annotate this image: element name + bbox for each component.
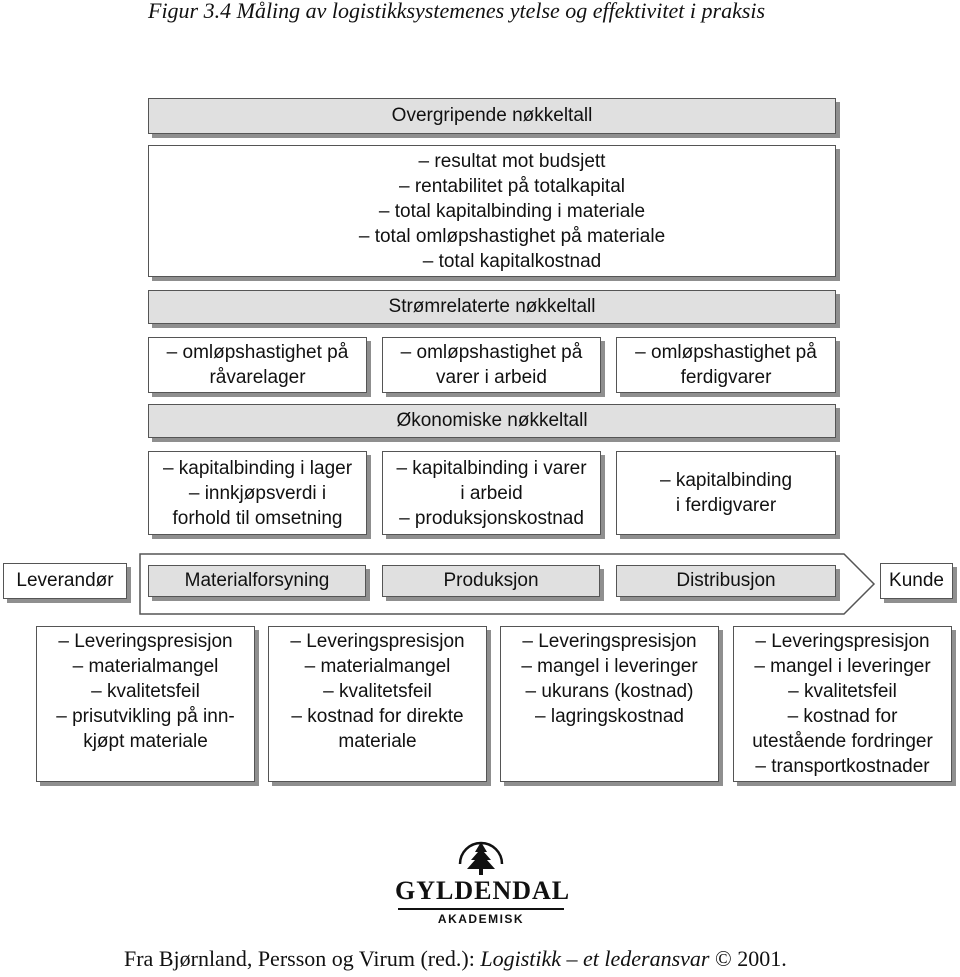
bottom-line: utestående fordringer [752,731,933,752]
bottom-line: – mangel i leveringer [754,656,931,677]
kunde-box: Kunde [880,563,953,599]
overgripende-item: – total kapitalkostnad [422,250,602,272]
source-text: Fra Bjørnland, Persson og Virum (red.): [124,946,481,971]
bottom-box-distribusjon: – Leveringspresisjon – mangel i levering… [500,626,719,782]
strom-line: ferdigvarer [680,367,772,388]
bottom-box-kunde: – Leveringspresisjon – mangel i levering… [733,626,952,782]
okonomisk-box-varer-i-arbeid: – kapitalbinding i varer i arbeid – prod… [382,451,601,535]
overgripende-item: – total kapitalbinding i materiale [378,200,646,222]
bottom-line: – kostnad for [787,706,898,727]
publisher-logo-sub: AKADEMISK [437,912,525,926]
stage-distribusjon: Distribusjon [616,565,836,597]
okonomisk-line: i arbeid [460,482,523,504]
stage-label: Distribusjon [676,570,776,591]
logo-underline [398,908,564,910]
strom-box-ravarelager: – omløpshastighet på råvarelager [148,337,367,393]
bottom-line: – kvalitetsfeil [91,681,200,702]
book-title: Logistikk – et lederansvar [480,946,710,971]
okonomisk-box-lager: – kapitalbinding i lager – innkjøpsverdi… [148,451,367,535]
strom-line: råvarelager [209,367,306,388]
overgripende-item: – rentabilitet på totalkapital [398,175,626,197]
bottom-line: – Leveringspresisjon [522,631,697,652]
bottom-line: – ukurans (kostnad) [525,681,694,702]
strom-line: – omløpshastighet på [166,342,349,363]
bottom-line: – Leveringspresisjon [58,631,233,652]
stromrelaterte-header: Strømrelaterte nøkkeltall [148,290,836,324]
strom-box-varer-i-arbeid: – omløpshastighet på varer i arbeid [382,337,601,393]
bottom-line: – mangel i leveringer [521,656,698,677]
strom-line: – omløpshastighet på [400,342,583,363]
overgripende-item: – resultat mot budsjett [418,150,606,172]
stromrelaterte-title: Strømrelaterte nøkkeltall [388,296,596,317]
stage-label: Produksjon [443,570,539,591]
bottom-line: – transportkostnader [755,756,930,777]
overgripende-item: – total omløpshastighet på materiale [358,225,666,247]
leverandor-label: Leverandør [16,570,114,591]
okonomisk-line: – kapitalbinding [659,470,793,491]
overgripende-box: – resultat mot budsjett – rentabilitet p… [148,145,836,277]
bottom-line: – prisutvikling på inn- [56,706,235,727]
bottom-box-materialforsyning: – Leveringspresisjon – materialmangel – … [36,626,255,782]
figure-caption: Figur 3.4 Måling av logistikksystemenes … [148,0,766,23]
bottom-line: materiale [338,731,417,752]
copyright-year: © 2001. [709,946,787,971]
okonomisk-line: – kapitalbinding i varer [396,457,587,479]
overgripende-header: Overgripende nøkkeltall [148,98,836,134]
bottom-line: – kostnad for direkte [291,706,464,727]
okonomiske-header: Økonomiske nøkkeltall [148,404,836,438]
okonomisk-box-ferdigvarer: – kapitalbinding i ferdigvarer [616,451,836,535]
okonomisk-line: i ferdigvarer [675,495,777,516]
strom-box-ferdigvarer: – omløpshastighet på ferdigvarer [616,337,836,393]
stage-produksjon: Produksjon [382,565,600,597]
okonomisk-line: – kapitalbinding i lager [162,457,353,479]
okonomisk-line: – innkjøpsverdi i [188,482,327,504]
publisher-logo-name: GYLDENDAL [395,876,571,905]
stage-label: Materialforsyning [184,570,330,591]
kunde-label: Kunde [889,570,944,591]
bottom-line: – kvalitetsfeil [788,681,897,702]
bottom-line: – materialmangel [72,656,219,677]
overgripende-title: Overgripende nøkkeltall [391,105,593,126]
bottom-box-produksjon: – Leveringspresisjon – materialmangel – … [268,626,487,782]
bottom-line: – Leveringspresisjon [755,631,930,652]
okonomisk-line: – produksjonskostnad [399,507,584,529]
strom-line: varer i arbeid [436,367,547,388]
tree-icon [458,841,504,875]
bottom-line: kjøpt materiale [83,731,208,752]
stage-materialforsyning: Materialforsyning [148,565,366,597]
okonomisk-line: forhold til omsetning [172,507,343,529]
bottom-line: – materialmangel [304,656,451,677]
bottom-line: – kvalitetsfeil [323,681,432,702]
source-footer: Fra Bjørnland, Persson og Virum (red.): … [124,946,787,972]
leverandor-box: Leverandør [3,563,127,599]
bottom-line: – Leveringspresisjon [290,631,465,652]
strom-line: – omløpshastighet på [635,342,817,363]
bottom-line: – lagringskostnad [535,706,684,727]
okonomiske-title: Økonomiske nøkkeltall [396,410,588,431]
